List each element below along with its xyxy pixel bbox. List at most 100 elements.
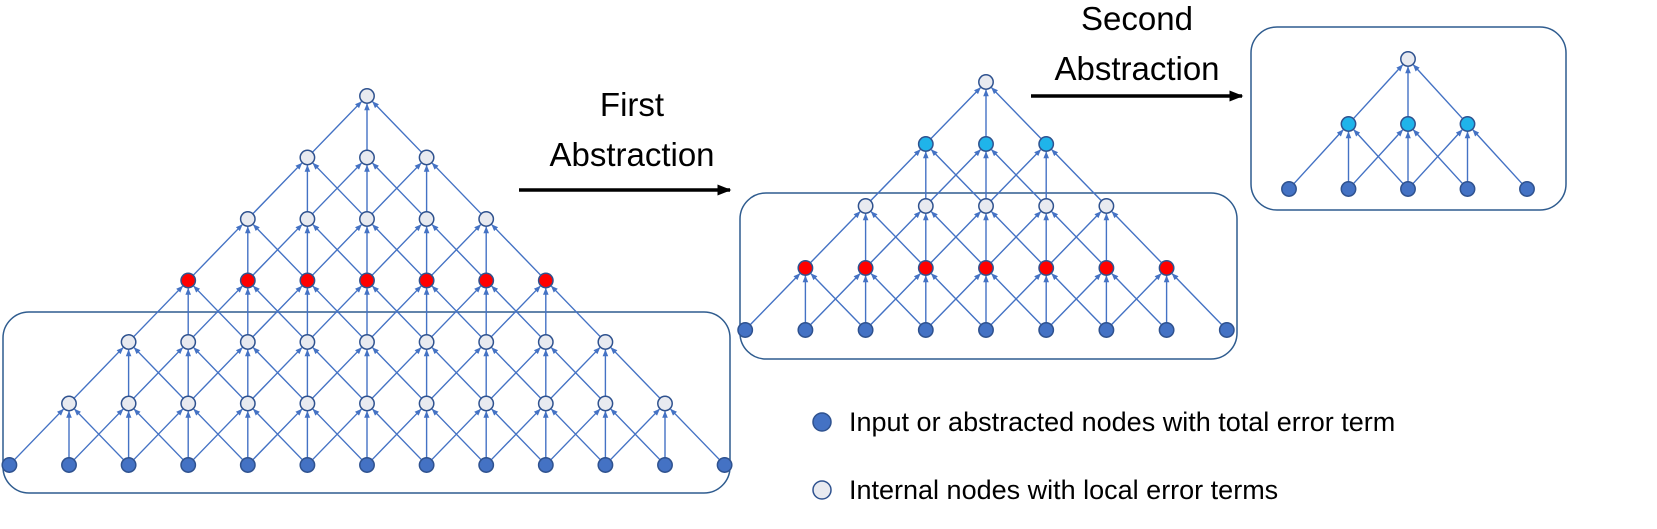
original-edge [372,162,423,215]
first-abstraction-edge [1051,273,1102,326]
second-abstraction-edge [1412,129,1464,185]
original-edge [252,347,303,399]
first-abstraction-label-line1: First [600,86,664,123]
original-edge [193,347,244,399]
original-edge [491,285,542,338]
original-edge [431,224,482,276]
second-abstraction-input-node [1519,181,1535,197]
original-internal-node [537,395,554,412]
second-abstraction-label-line1: Second [1081,0,1193,37]
original-red-node [478,272,495,289]
original-edge [312,408,363,461]
first-abstraction-input-node [1098,322,1115,338]
original-internal-node [359,211,375,227]
edges-layer [13,64,1523,461]
first-abstraction-edge [870,211,922,264]
original-edge [133,408,184,461]
original-internal-node [239,395,256,412]
original-edge [252,162,303,215]
first-abstraction-edge [870,273,922,326]
first-abstraction-edge [749,273,801,326]
second-abstraction-edge [1352,64,1404,120]
original-edge [491,224,542,276]
first-abstraction-box [739,192,1238,360]
original-edge [311,101,362,153]
original-edge [252,408,303,461]
original-input-node [418,457,435,473]
first-abstraction-edge [1051,149,1102,202]
second-abstraction-cyan-node [1400,116,1416,132]
second-abstraction-edge [1412,64,1464,120]
original-input-node [537,457,554,473]
first-abstraction-cyan-node [1038,136,1055,152]
original-input-node [120,457,137,473]
second-abstraction-input-node [1400,181,1416,197]
first-abstraction-cyan-node [917,136,934,152]
second-abstraction-edge [1293,129,1344,185]
first-abstraction-input-node [917,322,934,338]
first-abstraction-red-node [978,260,994,276]
legend-internal-node [812,480,832,500]
original-input-node [597,457,614,473]
original-internal-node [359,395,375,412]
original-red-node [299,272,316,289]
original-input-node [299,457,316,473]
original-input-node [657,457,673,473]
first-abstraction-input-node [1218,322,1235,338]
first-abstraction-edge [1171,273,1223,326]
original-edge [193,285,244,338]
legend-input-node [812,412,832,432]
second-abstraction-cyan-node [1459,116,1476,132]
second-abstraction-edge [1353,129,1404,185]
original-input-node [478,457,495,473]
original-edge [192,224,243,276]
original-internal-node [537,334,554,350]
original-edge [312,224,363,276]
first-abstraction-edge [930,87,981,140]
original-edge [670,408,721,461]
original-edge [13,408,64,461]
original-edge [431,162,482,215]
legend-input-text: Input or abstracted nodes with total err… [849,407,1395,437]
original-internal-node [239,334,256,350]
original-internal-node [61,395,77,412]
first-abstraction-internal-node [1038,198,1055,214]
original-internal-node [299,149,316,166]
original-edge [74,408,125,461]
original-internal-node [239,211,256,227]
first-abstraction-red-node [917,260,934,276]
original-input-node [61,457,77,473]
legend: Input or abstracted nodes with total err… [812,407,1395,505]
first-abstraction-edge [810,273,862,326]
original-internal-node [418,211,435,227]
original-edge [550,408,601,461]
second-abstraction-box [1250,26,1567,211]
original-edge [312,347,363,399]
original-input-node [716,457,733,473]
original-edge [372,408,423,461]
first-abstraction-red-node [1098,260,1115,276]
original-edge [193,408,244,461]
original-input-node [359,457,375,473]
original-input-node [1,457,18,473]
first-abstraction-input-node [857,322,874,338]
nodes-layer [1,51,1535,473]
first-abstraction-edge [930,211,982,264]
original-edge [491,347,542,399]
original-edge [372,224,423,276]
original-internal-node [180,334,197,350]
first-abstraction-input-node [1038,322,1055,338]
original-internal-node [478,334,495,350]
first-abstraction-edge [930,273,982,326]
original-internal-node [120,395,137,412]
first-abstraction-edge [1111,273,1163,326]
first-abstraction-edge [1111,211,1163,264]
first-abstraction-cyan-node [978,136,994,152]
original-edge [610,347,661,399]
original-edge [252,224,303,276]
first-abstraction-edge [1051,211,1102,264]
first-abstraction-edge [991,211,1042,264]
original-input-node [180,457,197,473]
first-abstraction-red-node [797,260,814,276]
